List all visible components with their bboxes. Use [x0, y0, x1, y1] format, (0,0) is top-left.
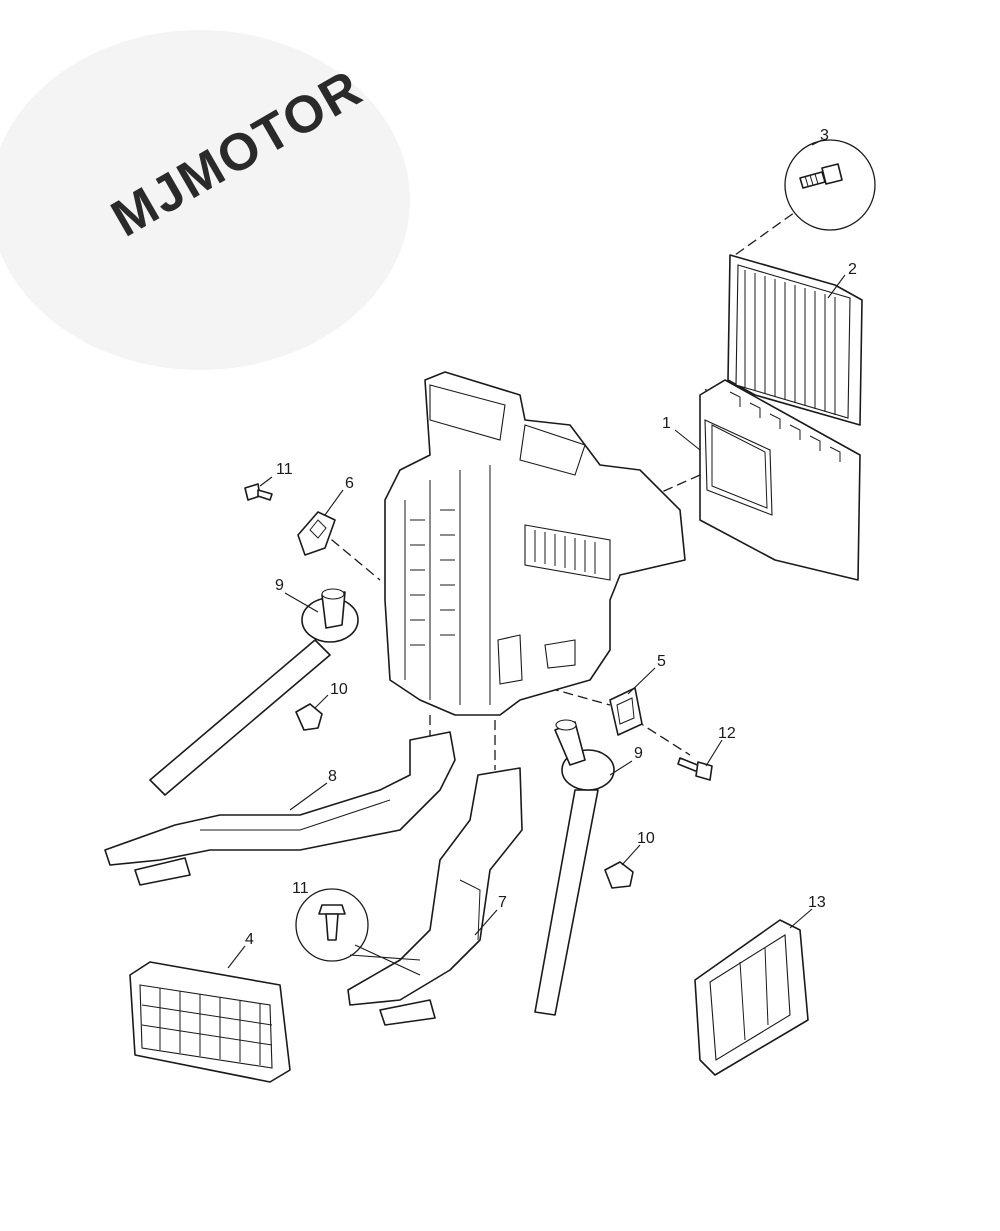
- callout-9-right: 9: [634, 745, 643, 762]
- leader-lines: [227, 139, 846, 969]
- screw-part-11a: [244, 483, 273, 501]
- callout-1: 1: [662, 415, 671, 432]
- callout-4: 4: [245, 931, 254, 948]
- vent-part-13: [694, 919, 809, 1076]
- bracket-part-5: [609, 687, 643, 736]
- callout-9-left: 9: [275, 577, 284, 594]
- hvac-housing-main: [384, 371, 686, 716]
- bracket-part-6: [297, 511, 336, 556]
- cabin-filter-part-2: [727, 254, 863, 426]
- callout-13: 13: [808, 894, 826, 911]
- callout-10-right: 10: [637, 830, 655, 847]
- callout-3: 3: [820, 127, 829, 144]
- callout-numbers: 3 2 1 11 6 9 10 8 5 12 9 10 11 7 4 13: [245, 127, 857, 948]
- callout-10-left: 10: [330, 681, 348, 698]
- drain-hose-part-9a: [149, 588, 359, 796]
- callout-12: 11: [292, 880, 309, 897]
- callout-11-upper: 11: [276, 461, 293, 478]
- brand-watermark: MJMOTOR: [0, 30, 410, 370]
- drain-hose-part-9b: [534, 719, 615, 1016]
- callout-11-lower: 12: [718, 725, 736, 742]
- callout-8: 8: [328, 768, 337, 785]
- callout-7: 7: [498, 894, 507, 911]
- clip-part-10b: [604, 861, 634, 889]
- filter-housing-part-1: [699, 379, 861, 581]
- callout-2: 2: [848, 261, 857, 278]
- push-clip-part-12: [295, 888, 421, 976]
- callout-6: 6: [345, 475, 354, 492]
- screw-part-11b: [677, 757, 713, 781]
- duct-part-7: [347, 767, 523, 1026]
- vent-grille-part-4: [129, 961, 291, 1083]
- bolt-part-3: [784, 139, 876, 231]
- duct-part-8: [104, 731, 456, 886]
- clip-part-10a: [295, 703, 323, 731]
- callout-5: 5: [657, 653, 666, 670]
